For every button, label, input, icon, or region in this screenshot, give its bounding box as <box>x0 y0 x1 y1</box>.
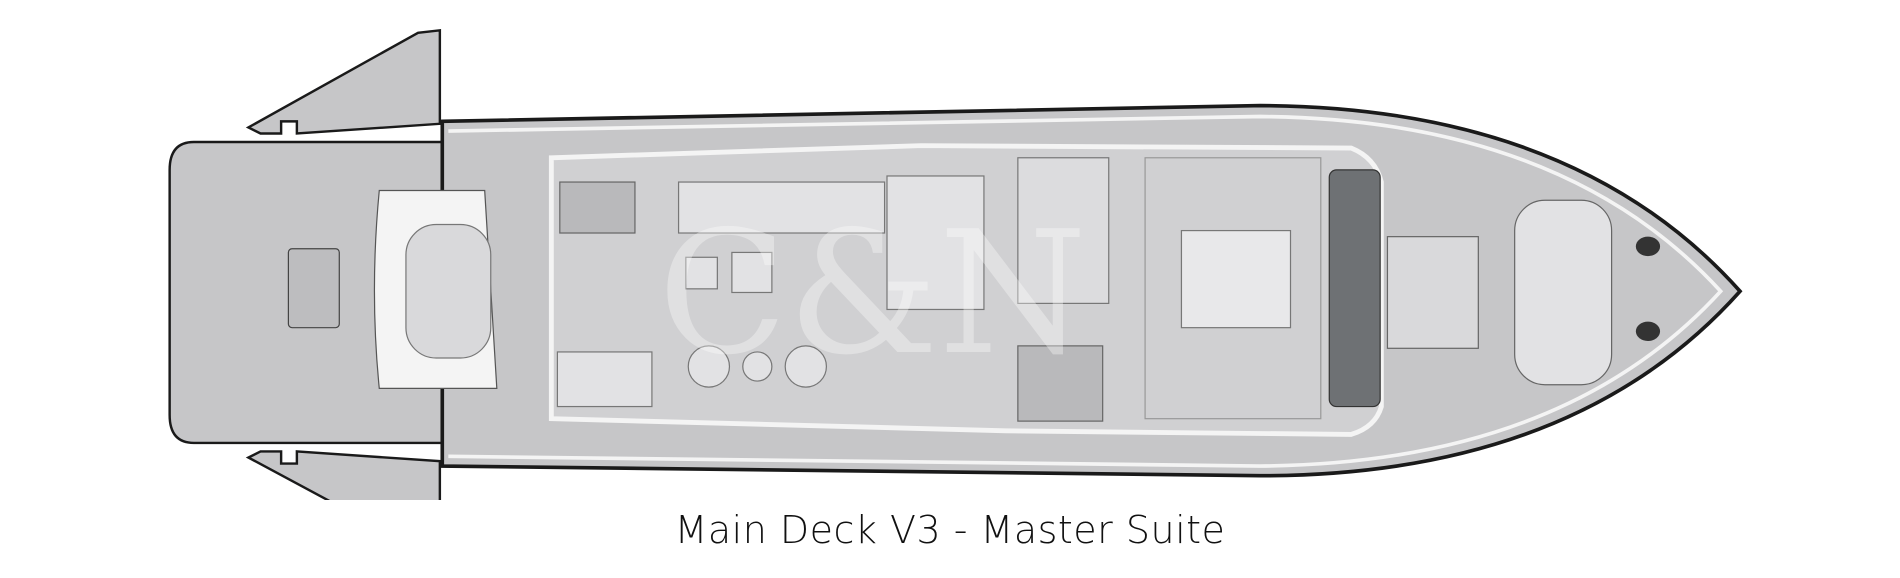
hatch <box>287 248 340 329</box>
salon-table-1 <box>685 256 718 290</box>
side-table <box>742 351 773 382</box>
master-suite <box>1144 157 1322 420</box>
armchair <box>687 345 731 388</box>
deck-plan-drawing: C&N <box>168 28 1743 500</box>
armchair <box>784 345 828 388</box>
aft-lounge-cushion <box>405 223 492 359</box>
foredeck-sunpad <box>1386 236 1479 349</box>
salon-sofa <box>677 181 886 234</box>
watermark: C&N <box>658 195 1087 393</box>
day-head <box>556 351 653 408</box>
aft-stairs <box>559 181 636 234</box>
stern-fin-bottom <box>245 450 442 500</box>
deck-plan-caption: Main Deck V3 - Master Suite <box>674 508 1226 552</box>
hull-inner-line <box>448 114 1724 468</box>
bow-windlass-bottom <box>1635 321 1661 342</box>
master-bed <box>1180 229 1292 329</box>
bow-lounge <box>1514 199 1613 386</box>
galley <box>886 175 985 311</box>
windshield-band <box>1328 169 1381 408</box>
stair-down <box>1017 345 1104 422</box>
stern-fin-top <box>245 28 442 135</box>
master-ensuite <box>1017 157 1110 305</box>
bow-windlass-top <box>1635 236 1661 257</box>
salon-table-2 <box>731 251 773 294</box>
